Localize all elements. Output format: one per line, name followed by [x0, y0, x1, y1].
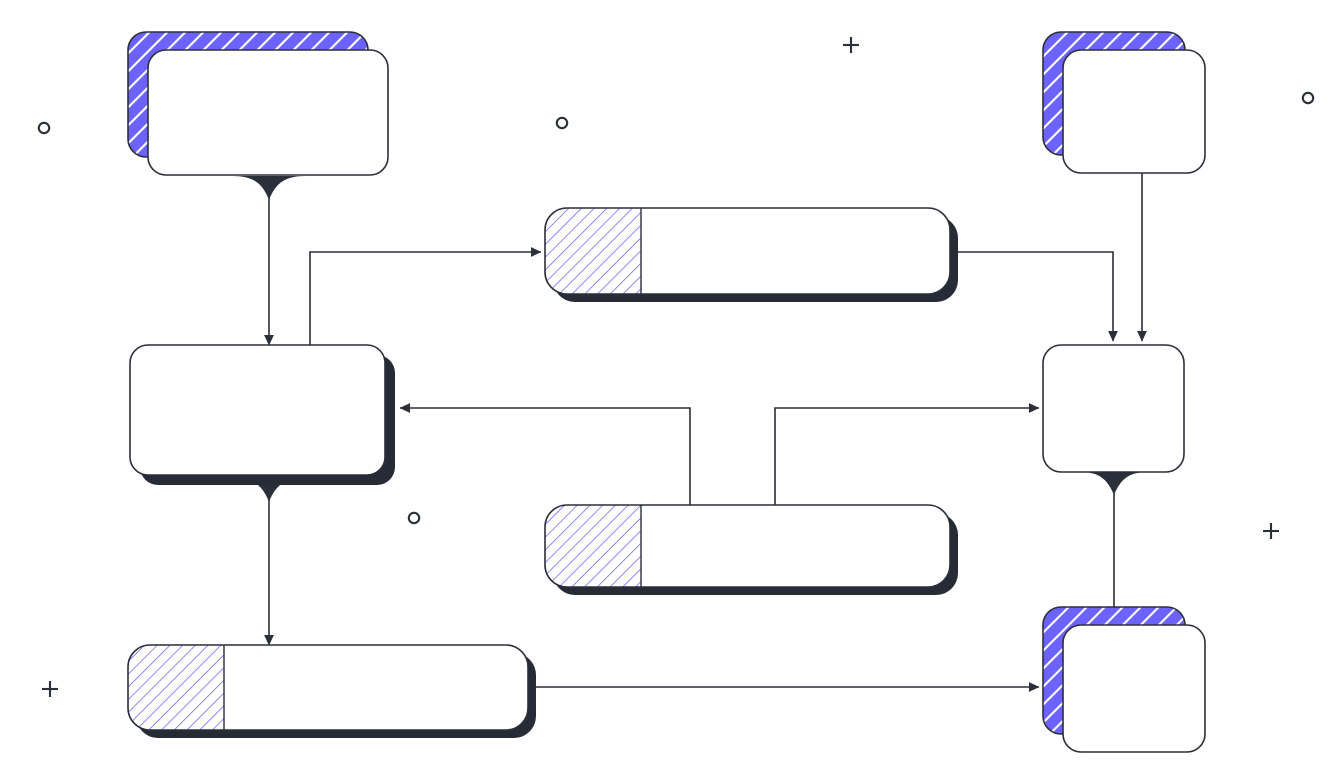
edge-middle-right-to-bottom-right[interactable]: [1080, 472, 1148, 626]
bar-bottom-left-face[interactable]: [128, 645, 528, 730]
plus-marker-icon: [1263, 523, 1279, 539]
node-middle-right[interactable]: [1042, 344, 1185, 473]
bar-middle-center[interactable]: [544, 504, 958, 595]
bar-bottom-left[interactable]: [127, 644, 536, 738]
node-middle-right-face[interactable]: [1042, 344, 1185, 473]
bar-middle-center-face[interactable]: [545, 505, 950, 587]
plus-marker-icon: [843, 37, 859, 53]
edge-bar-middle-to-middle-left[interactable]: [399, 403, 691, 505]
flared-wedge-source-icon: [232, 478, 306, 502]
circle-marker-icon: [407, 511, 421, 525]
node-bottom-right-face[interactable]: [1062, 624, 1206, 753]
bar-middle-center-outline: [544, 504, 951, 588]
flared-wedge-source-icon: [1080, 472, 1148, 495]
node-top-right[interactable]: [1042, 31, 1206, 174]
bar-top-center-face[interactable]: [545, 208, 950, 294]
bar-bottom-left-outline: [127, 644, 529, 731]
decoration-layer: [37, 37, 1315, 697]
bar-top-center-outline: [544, 207, 951, 295]
edge-middle-left-to-bar-top[interactable]: [309, 247, 542, 345]
circle-marker-icon: [1301, 91, 1315, 105]
plus-marker-icon: [42, 681, 58, 697]
node-top-left-face[interactable]: [147, 49, 389, 176]
flared-wedge-source-icon: [232, 176, 306, 200]
edge-bar-middle-to-middle-right[interactable]: [774, 403, 1040, 505]
bar-bottom-left-hatch-segment: [128, 645, 224, 730]
edge-top-left-to-middle-left[interactable]: [232, 176, 306, 346]
bar-top-center[interactable]: [544, 207, 958, 302]
node-bottom-right[interactable]: [1042, 606, 1206, 753]
circle-marker-icon: [555, 116, 569, 130]
node-top-right-face[interactable]: [1062, 49, 1206, 174]
bar-middle-center-hatch-segment: [545, 505, 641, 587]
node-middle-left-face[interactable]: [129, 344, 386, 476]
node-top-left[interactable]: [127, 31, 389, 176]
edge-middle-left-to-bar-bottom[interactable]: [232, 478, 306, 646]
node-middle-left[interactable]: [129, 344, 395, 485]
bar-top-center-hatch-segment: [545, 208, 641, 294]
edge-bar-top-to-middle-right[interactable]: [950, 251, 1118, 342]
circle-marker-icon: [37, 121, 51, 135]
edge-layer: [232, 173, 1148, 692]
